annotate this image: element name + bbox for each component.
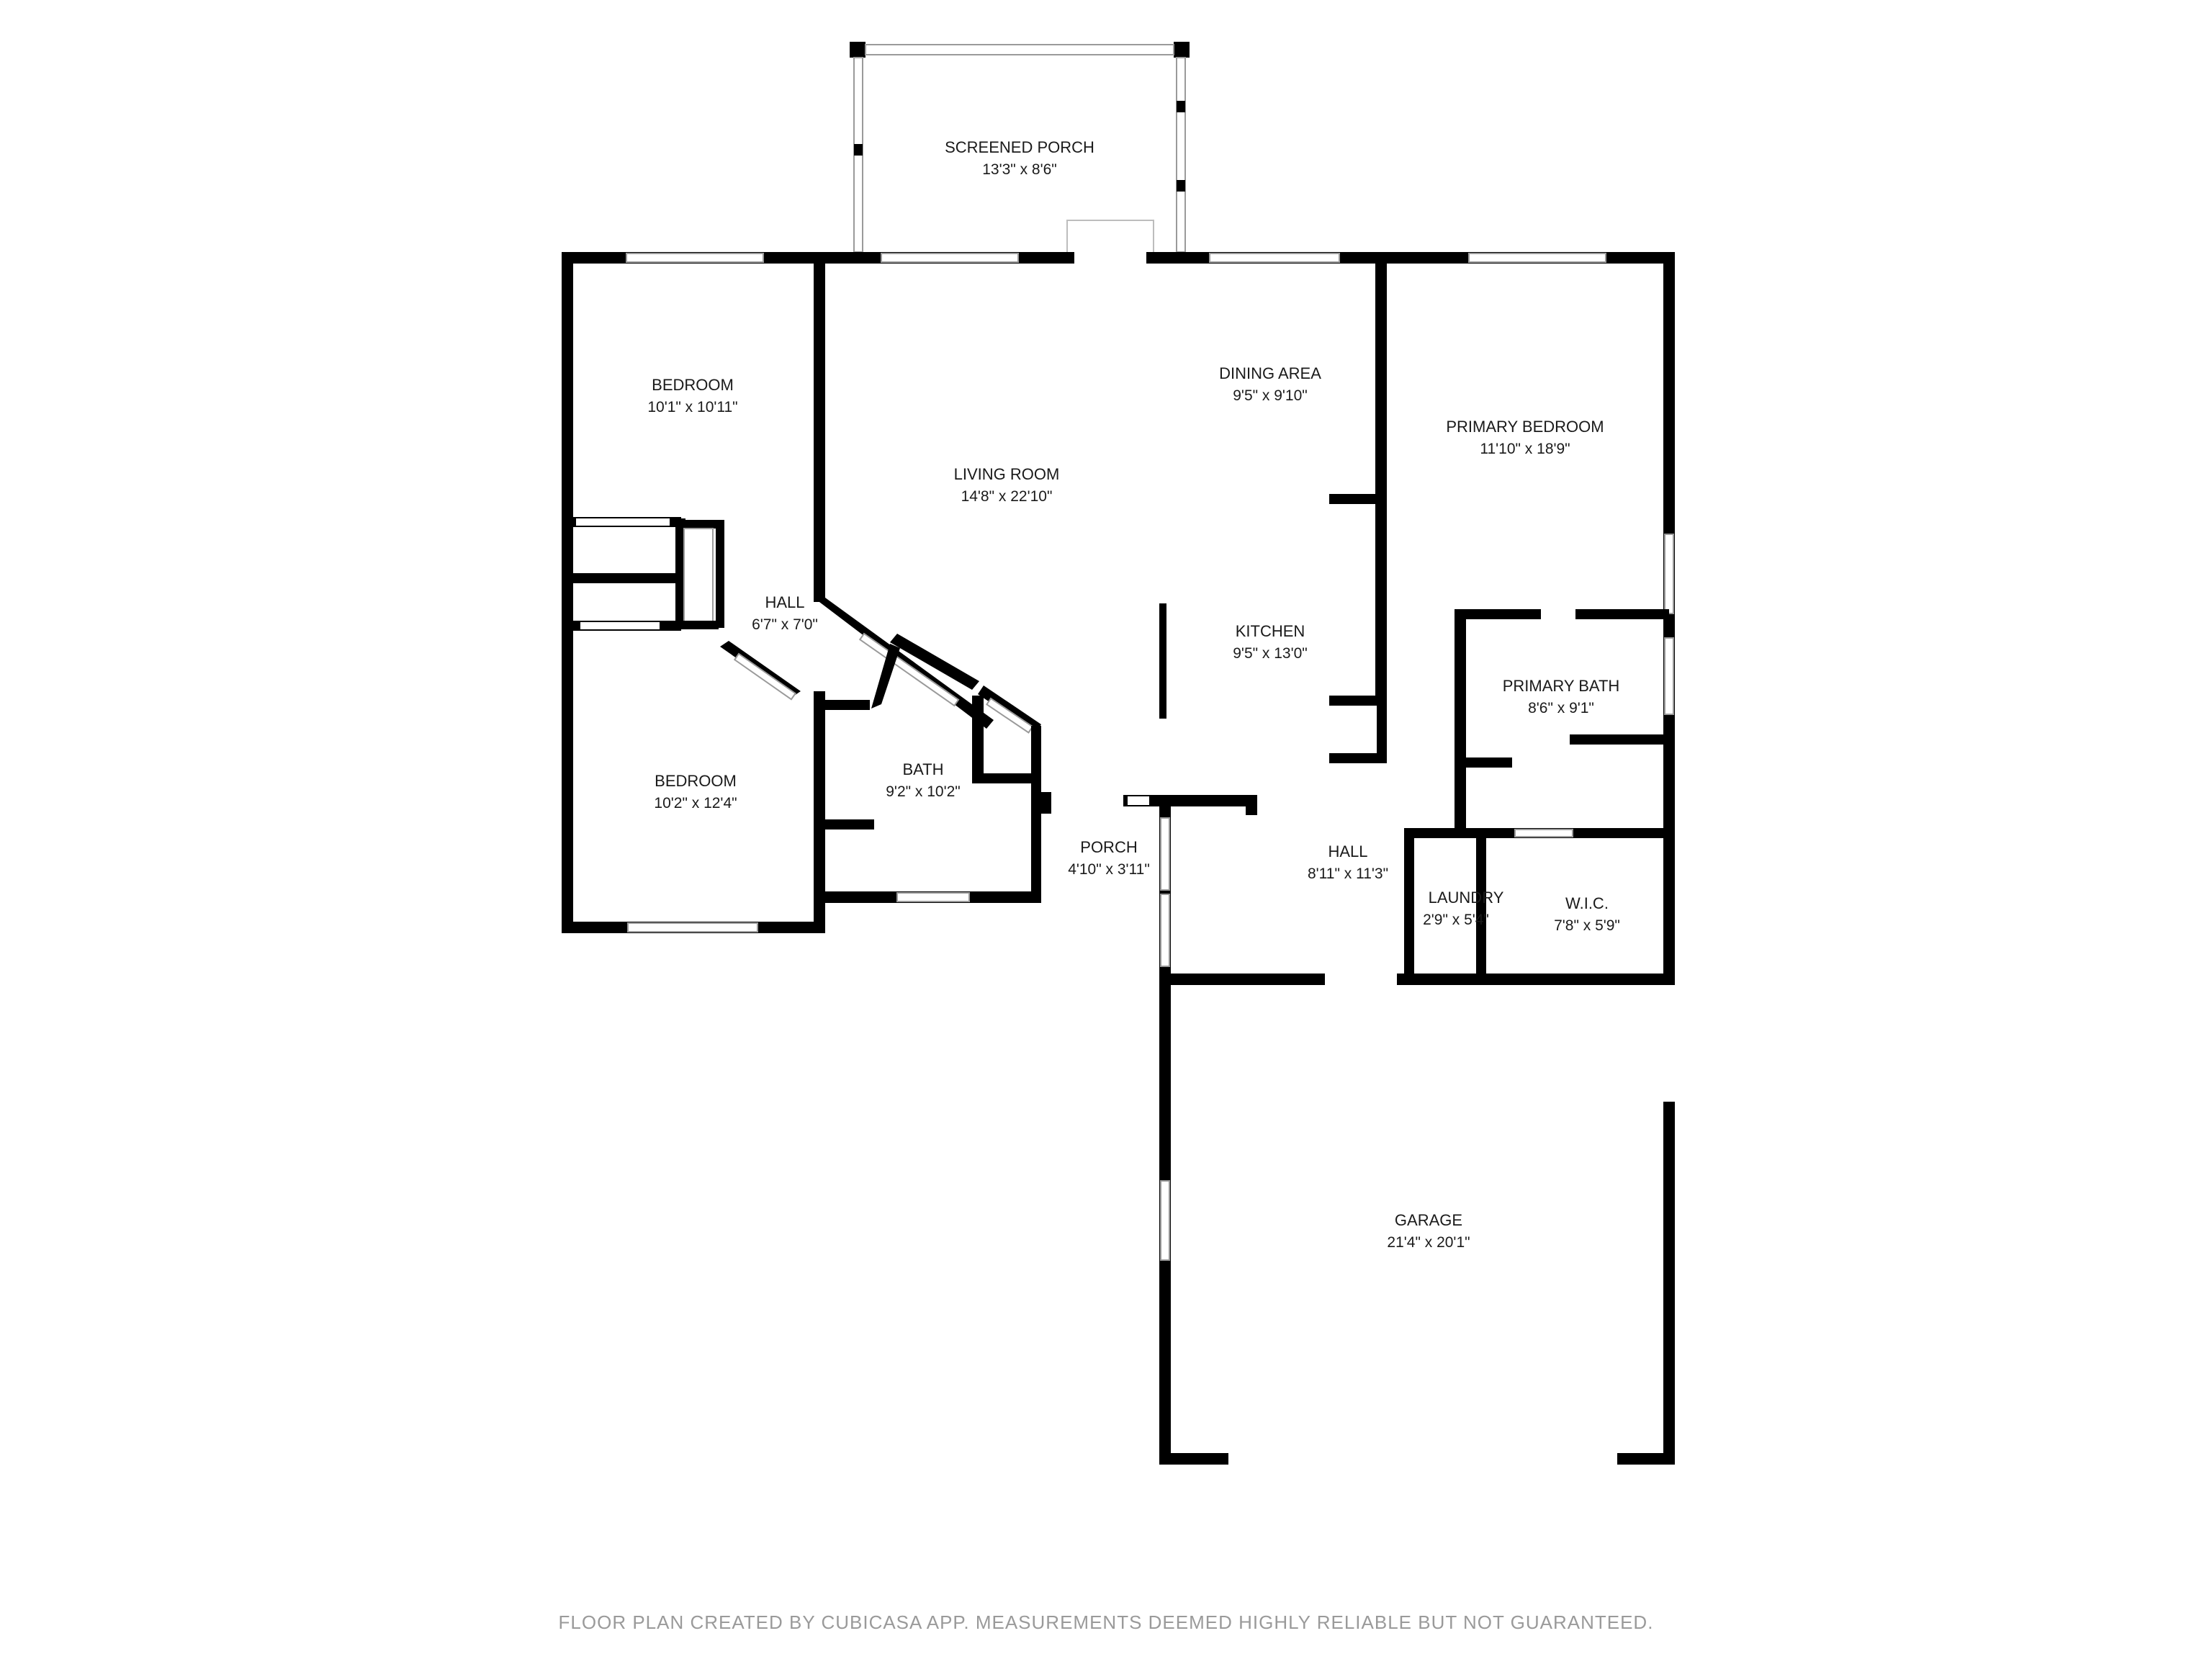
room-dims-laundry: 2'9" x 5'4" xyxy=(1423,912,1489,928)
room-dims-primary-bath: 8'6" x 9'1" xyxy=(1528,700,1594,716)
room-dims-screened-porch: 13'3" x 8'6" xyxy=(982,161,1057,178)
kitchen-walls xyxy=(1329,264,1387,763)
room-name-laundry: LAUNDRY xyxy=(1429,889,1504,907)
room-name-wic: W.I.C. xyxy=(1565,894,1609,912)
left-walls xyxy=(562,252,825,933)
room-dims-hall-2: 8'11" x 11'3" xyxy=(1308,866,1388,882)
room-name-bedroom-2: BEDROOM xyxy=(655,772,737,790)
screened-porch-walls xyxy=(850,42,1190,258)
bath-walls xyxy=(814,634,1041,903)
room-dims-kitchen: 9'5" x 13'0" xyxy=(1233,645,1308,662)
room-dims-bedroom-1: 10'1" x 10'11" xyxy=(647,399,737,415)
room-name-living-room: LIVING ROOM xyxy=(954,465,1060,483)
room-dims-bath: 9'2" x 10'2" xyxy=(886,783,961,800)
room-name-hall-1: HALL xyxy=(765,593,804,611)
primary-suite-walls xyxy=(1404,252,1675,985)
porch-walls xyxy=(1041,792,1159,814)
room-name-bedroom-1: BEDROOM xyxy=(652,376,734,394)
room-name-hall-2: HALL xyxy=(1328,842,1367,860)
room-name-primary-bath: PRIMARY BATH xyxy=(1503,677,1620,695)
room-dims-living-room: 14'8" x 22'10" xyxy=(961,488,1053,505)
bedroom-living-divider xyxy=(720,264,994,907)
room-name-kitchen: KITCHEN xyxy=(1236,622,1305,640)
room-name-porch: PORCH xyxy=(1080,838,1137,856)
room-name-primary-bedroom: PRIMARY BEDROOM xyxy=(1446,418,1604,436)
room-dims-garage: 21'4" x 20'1" xyxy=(1387,1234,1470,1251)
room-name-bath: BATH xyxy=(902,760,943,778)
room-labels: SCREENED PORCH 13'3" x 8'6" BEDROOM 10'1… xyxy=(647,138,1620,1251)
room-name-dining-area: DINING AREA xyxy=(1219,364,1321,382)
top-wall xyxy=(562,252,1673,264)
hall-garage-walls xyxy=(1159,795,1675,1465)
room-dims-bedroom-2: 10'2" x 12'4" xyxy=(654,795,737,811)
room-dims-hall-1: 6'7" x 7'0" xyxy=(752,616,818,633)
room-name-screened-porch: SCREENED PORCH xyxy=(945,138,1094,156)
living-kitchen-divider xyxy=(1159,603,1257,815)
room-name-garage: GARAGE xyxy=(1395,1211,1462,1229)
footer-disclaimer: FLOOR PLAN CREATED BY CUBICASA APP. MEAS… xyxy=(558,1611,1654,1633)
room-dims-dining-area: 9'5" x 9'10" xyxy=(1233,387,1308,404)
room-dims-wic: 7'8" x 5'9" xyxy=(1554,917,1620,934)
room-dims-primary-bedroom: 11'10" x 18'9" xyxy=(1480,441,1570,457)
room-dims-porch: 4'10" x 3'11" xyxy=(1068,861,1150,878)
